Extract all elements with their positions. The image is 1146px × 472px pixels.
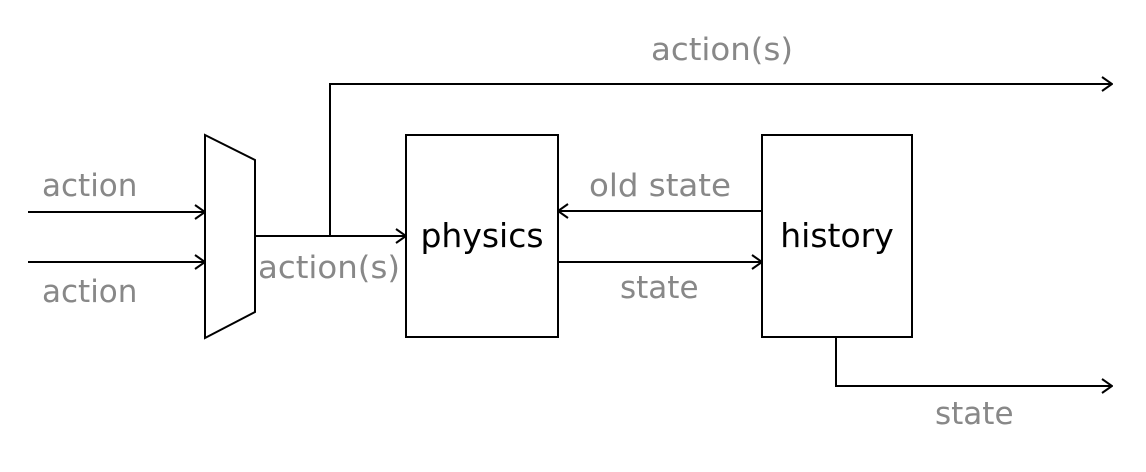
input-top-label: action — [42, 168, 137, 204]
physics-label: physics — [420, 216, 543, 255]
multiplexer — [204, 133, 256, 340]
feedback-label: old state — [589, 168, 731, 204]
top-output-arrow — [329, 84, 1112, 236]
forward-label: state — [620, 270, 699, 306]
input-bottom-label: action — [42, 274, 137, 310]
bottom-output-arrow — [835, 337, 1112, 386]
top-output-label: action(s) — [651, 32, 793, 68]
physics-block — [405, 134, 559, 338]
history-label: history — [780, 216, 894, 255]
bottom-output-label: state — [935, 396, 1014, 432]
mux-output-label: action(s) — [258, 250, 400, 286]
